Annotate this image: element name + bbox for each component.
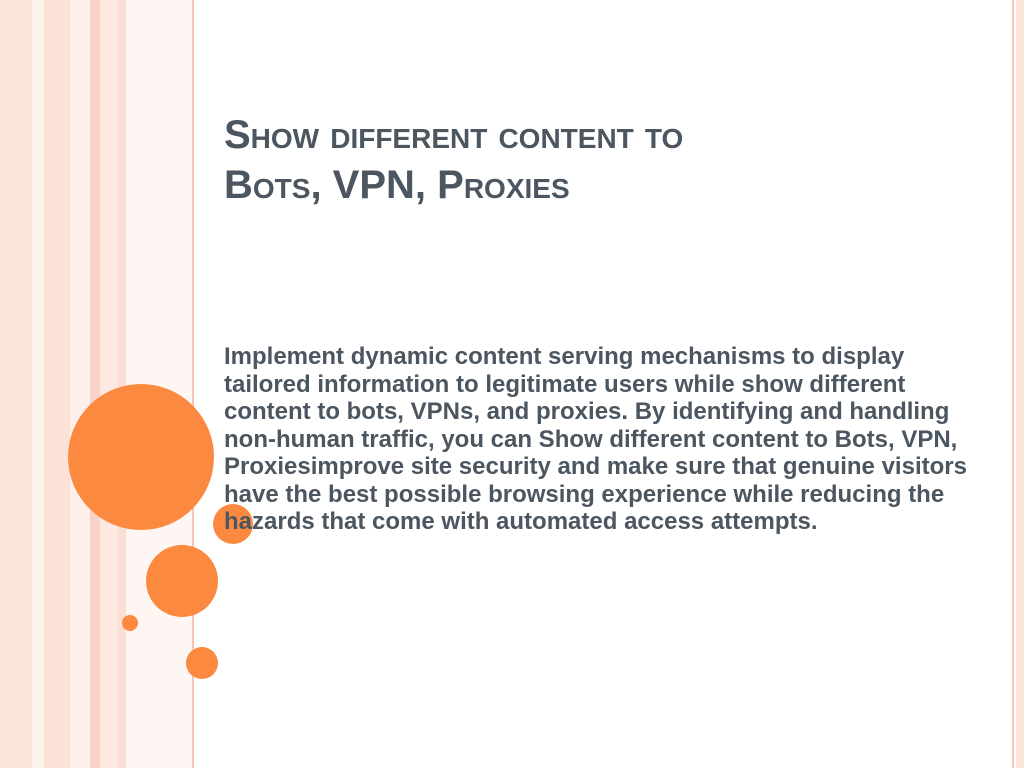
slide-title-line-2: Bots, VPN, Proxies [224,163,570,207]
decorative-stripe [0,0,32,768]
decorative-stripe [32,0,44,768]
decorative-stripe [90,0,100,768]
decorative-circle-medium [146,545,218,617]
decorative-stripe [192,0,194,768]
decorative-stripe [70,0,90,768]
decorative-circle-lower [186,647,218,679]
decorative-circle-small [213,504,253,544]
decorative-stripe [44,0,70,768]
decorative-right-line [1012,0,1014,768]
decorative-right-stripe [1016,0,1024,768]
decorative-circle-tiny [122,615,138,631]
slide-title-line-1: Show different content to [224,113,684,157]
decorative-stripe [118,0,126,768]
decorative-circle-large [68,384,214,530]
slide-body-text: Implement dynamic content serving mechan… [224,343,967,535]
decorative-stripe [100,0,118,768]
slide-title: Show different content to Bots, VPN, Pro… [224,110,924,210]
